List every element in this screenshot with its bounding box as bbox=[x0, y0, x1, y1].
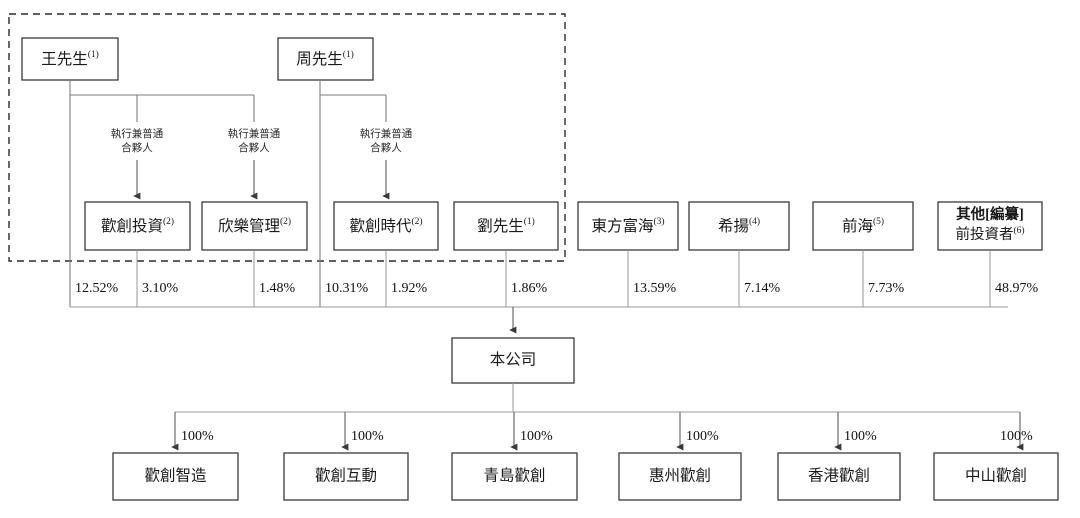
svg-text:東方富海(3): 東方富海(3) bbox=[591, 216, 664, 234]
principal-note-wang: (1) bbox=[88, 49, 99, 60]
subsidiary-box-1[interactable]: 歡創互動 bbox=[283, 452, 409, 501]
subsidiary-label-4: 香港歡創 bbox=[808, 467, 870, 485]
pct-label-1: 3.10% bbox=[142, 281, 179, 296]
principal-box-zhou[interactable]: 周先生(1) bbox=[277, 37, 374, 81]
subsidiary-box-5[interactable]: 中山歡創 bbox=[933, 452, 1059, 501]
shareholder-label-0: 歡創投資 bbox=[101, 217, 163, 235]
subsidiary-label-1: 歡創互動 bbox=[315, 467, 377, 485]
pct-label-9: 48.97% bbox=[995, 281, 1039, 296]
subsidiary-pct-0: 100% bbox=[181, 429, 214, 444]
svg-text:劉先生(1): 劉先生(1) bbox=[477, 216, 535, 234]
shareholder-label-4: 東方富海 bbox=[591, 217, 653, 235]
shareholder-box-xinle-guanli[interactable]: 欣樂管理(2) bbox=[201, 201, 308, 251]
subsidiary-pct-5: 100% bbox=[1000, 429, 1033, 444]
role-label-3: 執行兼普通 合夥人 bbox=[360, 127, 413, 154]
svg-text:王先生(1): 王先生(1) bbox=[41, 49, 99, 67]
shareholder-box-huanchuang-touzi[interactable]: 歡創投資(2) bbox=[84, 201, 191, 251]
shareholder-note-0: (2) bbox=[163, 216, 174, 227]
svg-text:歡創投資(2): 歡創投資(2) bbox=[101, 216, 174, 234]
principal-note-zhou: (1) bbox=[343, 49, 354, 60]
role-label-1-line2: 合夥人 bbox=[121, 141, 153, 154]
pct-label-3: 10.31% bbox=[325, 281, 369, 296]
role-label-3-line2: 合夥人 bbox=[370, 141, 402, 154]
pct-label-6: 13.59% bbox=[633, 281, 677, 296]
subsidiary-pct-3: 100% bbox=[686, 429, 719, 444]
pct-label-7: 7.14% bbox=[744, 281, 781, 296]
subsidiary-label-2: 青島歡創 bbox=[483, 467, 545, 485]
principal-label-zhou: 周先生 bbox=[296, 50, 343, 68]
svg-text:周先生(1): 周先生(1) bbox=[296, 49, 354, 67]
shareholder-box-qianhai[interactable]: 前海(5) bbox=[812, 201, 914, 251]
principal-box-wang[interactable]: 王先生(1) bbox=[21, 37, 119, 81]
controlling-group-region bbox=[8, 13, 566, 262]
shareholder-box-huanchuang-shidai[interactable]: 歡創時代(2) bbox=[333, 201, 439, 251]
subsidiary-label-3: 惠州歡創 bbox=[649, 467, 711, 485]
shareholder-note-7: (6) bbox=[1013, 225, 1024, 236]
pct-label-0: 12.52% bbox=[75, 281, 119, 296]
svg-text:欣樂管理(2): 欣樂管理(2) bbox=[218, 216, 291, 234]
svg-text:其他[編纂]: 其他[編纂] bbox=[956, 205, 1024, 223]
shareholder-note-3: (1) bbox=[524, 216, 535, 227]
shareholder-label-5: 希揚 bbox=[718, 217, 749, 235]
principal-label-wang: 王先生 bbox=[41, 50, 88, 68]
subsidiary-pct-4: 100% bbox=[844, 429, 877, 444]
shareholder-label-7b: 前投資者 bbox=[955, 226, 1013, 243]
shareholder-note-2: (2) bbox=[411, 216, 422, 227]
role-label-2: 執行兼普通 合夥人 bbox=[228, 127, 281, 154]
role-label-1-line1: 執行兼普通 bbox=[111, 127, 164, 140]
subsidiary-pct-1: 100% bbox=[351, 429, 384, 444]
shareholder-note-1: (2) bbox=[280, 216, 291, 227]
shareholder-label-3: 劉先生 bbox=[477, 217, 524, 235]
svg-text:希揚(4): 希揚(4) bbox=[718, 216, 760, 234]
shareholder-box-dongfang-fuhai[interactable]: 東方富海(3) bbox=[577, 201, 679, 251]
role-label-2-line1: 執行兼普通 bbox=[228, 127, 281, 140]
shareholder-box-xiyang[interactable]: 希揚(4) bbox=[688, 201, 790, 251]
subsidiary-box-3[interactable]: 惠州歡創 bbox=[618, 452, 742, 501]
shareholder-box-liu[interactable]: 劉先生(1) bbox=[453, 201, 559, 251]
svg-text:歡創時代(2): 歡創時代(2) bbox=[349, 216, 422, 234]
shareholder-box-other-investors[interactable]: 其他[編纂] 前投資者(6) bbox=[937, 201, 1043, 251]
subsidiary-box-2[interactable]: 青島歡創 bbox=[451, 452, 578, 501]
role-label-2-line2: 合夥人 bbox=[238, 141, 270, 154]
shareholder-note-5: (4) bbox=[749, 216, 760, 227]
shareholder-label-2: 歡創時代 bbox=[349, 217, 412, 235]
company-box[interactable]: 本公司 bbox=[451, 337, 575, 384]
pct-label-5: 1.86% bbox=[511, 281, 548, 296]
subsidiary-box-4[interactable]: 香港歡創 bbox=[777, 452, 901, 501]
role-label-3-line1: 執行兼普通 bbox=[360, 127, 413, 140]
subsidiary-box-0[interactable]: 歡創智造 bbox=[112, 452, 239, 501]
subsidiary-label-0: 歡創智造 bbox=[144, 467, 207, 485]
svg-text:前投資者(6): 前投資者(6) bbox=[955, 225, 1024, 243]
shareholder-label-7: 其他[編纂] bbox=[956, 205, 1024, 223]
shareholder-label-1: 欣樂管理 bbox=[218, 217, 280, 235]
shareholder-note-6: (5) bbox=[873, 216, 884, 227]
pct-label-8: 7.73% bbox=[868, 281, 905, 296]
shareholder-note-4: (3) bbox=[653, 216, 664, 227]
pct-label-2: 1.48% bbox=[259, 281, 296, 296]
subsidiary-label-5: 中山歡創 bbox=[965, 467, 1027, 485]
subsidiary-pct-2: 100% bbox=[520, 429, 553, 444]
shareholder-label-6: 前海 bbox=[842, 217, 873, 235]
company-label: 本公司 bbox=[490, 351, 537, 369]
pct-label-4: 1.92% bbox=[391, 281, 428, 296]
role-label-1: 執行兼普通 合夥人 bbox=[111, 127, 164, 154]
svg-text:前海(5): 前海(5) bbox=[842, 216, 884, 234]
